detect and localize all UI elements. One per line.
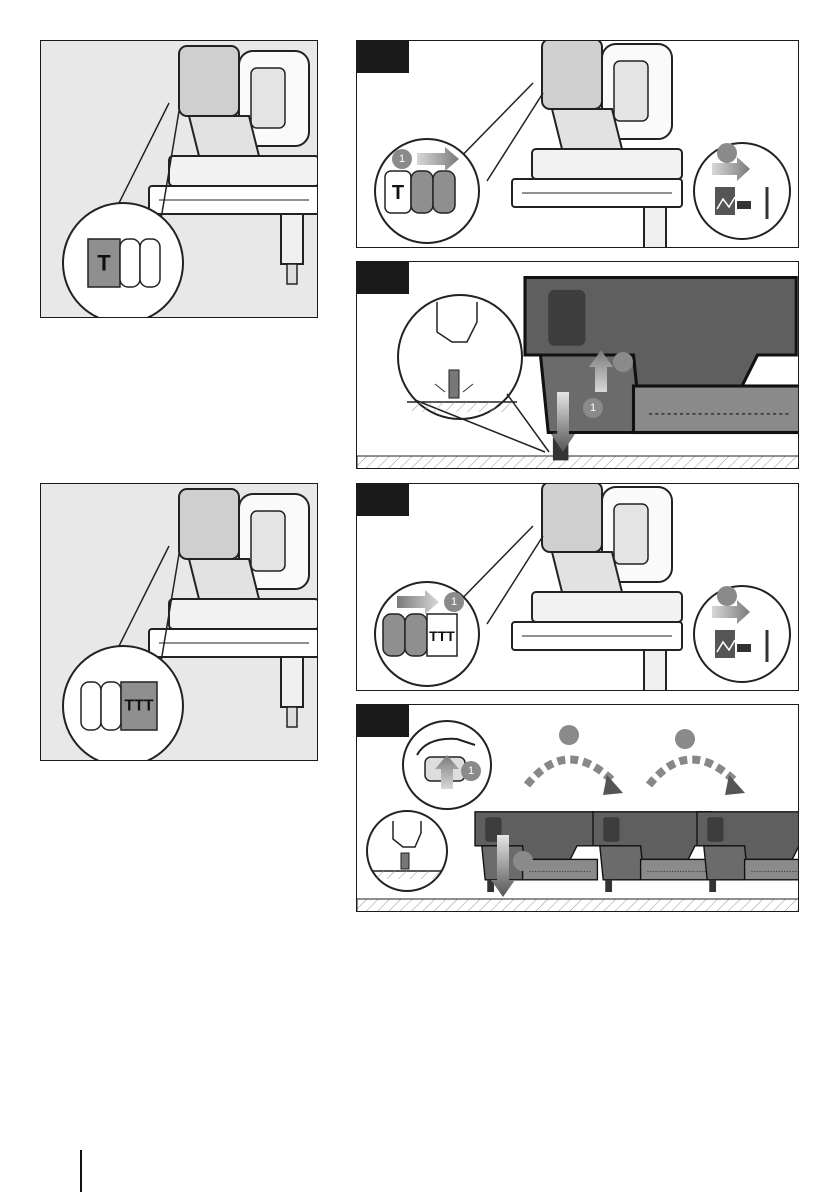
panel-step-switch-left: TTT 1 (356, 483, 799, 691)
bump-fire-glyph: TTT (124, 698, 154, 715)
single-shot-glyph: T (392, 182, 404, 204)
panel-step-single-fire: 1 (356, 261, 799, 469)
bump-sequence-illustration: 1 (357, 705, 799, 912)
single-shot-glyph: T (97, 251, 111, 276)
step-number: 1 (451, 596, 457, 608)
bump-fire-glyph: TTT (429, 628, 455, 644)
panel-bump-mode-setting: TTT (40, 483, 318, 761)
nailer-illustration: T 1 (357, 41, 799, 248)
move-arc-arrow (649, 759, 737, 785)
nailer-illustration: TTT 1 (357, 484, 799, 691)
nailer-illustration: TTT (41, 484, 318, 761)
nailer-side-illustration: 1 (357, 262, 799, 469)
panel-step-bump-fire: 1 (356, 704, 799, 912)
page-margin-rule (80, 1150, 82, 1192)
step-number: 1 (590, 402, 596, 414)
step-number: 1 (468, 765, 474, 777)
move-arc-arrow (527, 759, 615, 785)
nailer-illustration: T (41, 41, 318, 318)
panel-step-switch-right: T 1 (356, 40, 799, 248)
panel-single-mode-setting: T (40, 40, 318, 318)
step-number: 1 (399, 153, 405, 165)
